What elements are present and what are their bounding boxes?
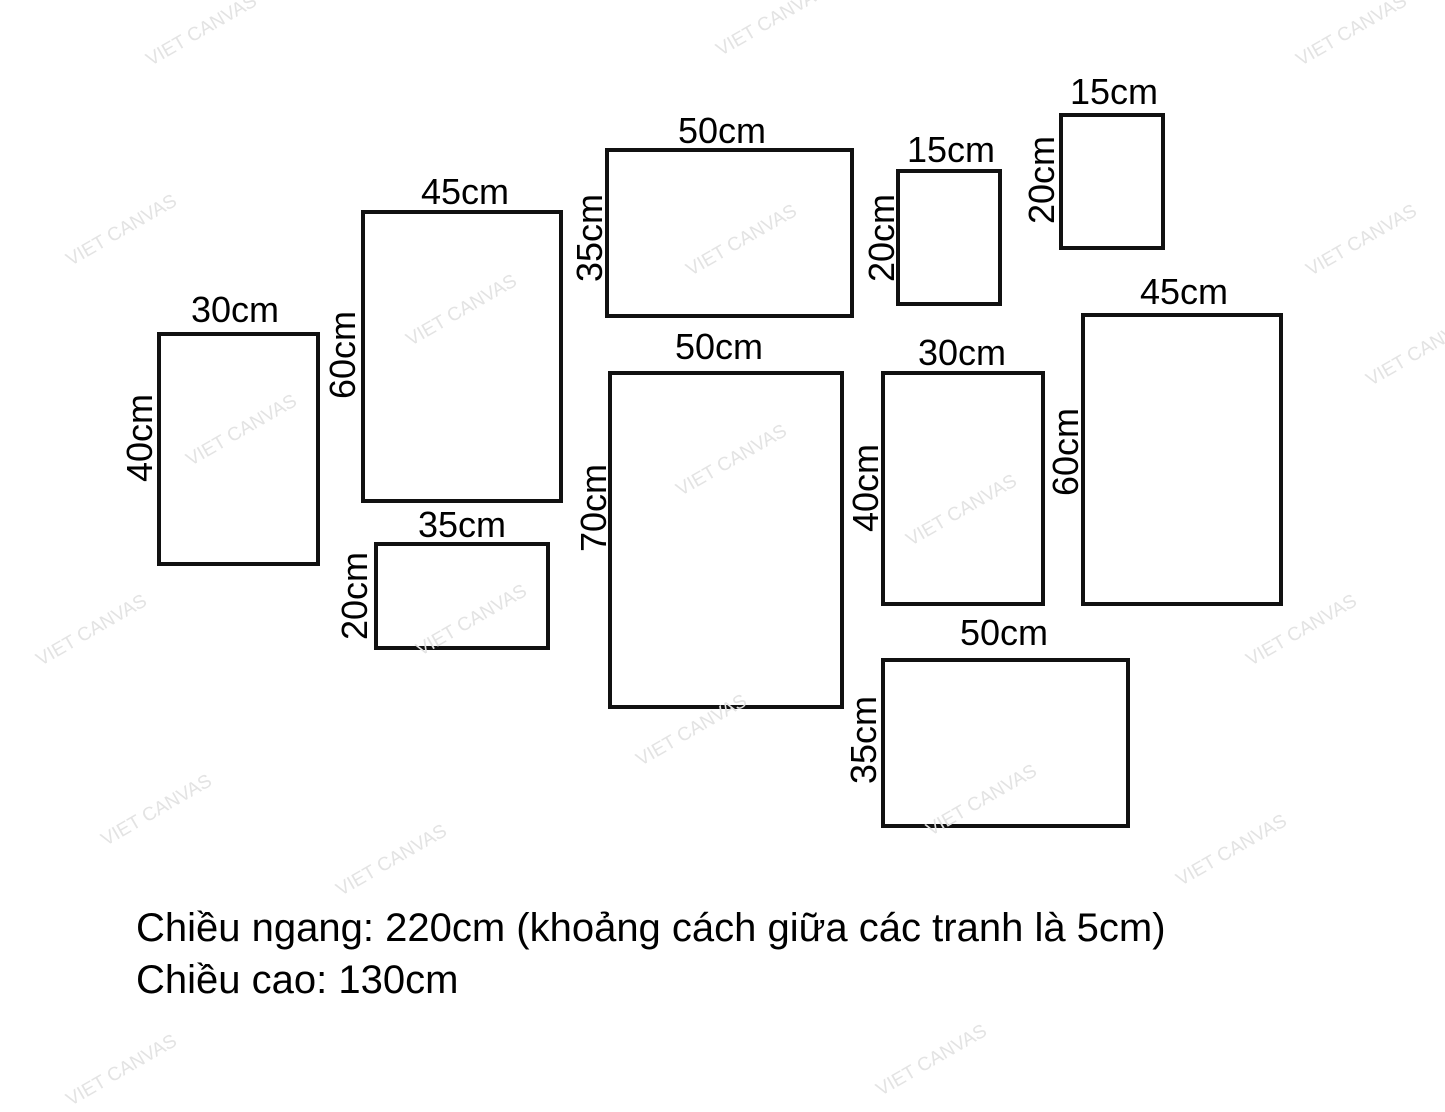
frame-height-label: 35cm xyxy=(843,695,884,785)
watermark: VIET CANVAS xyxy=(1362,310,1445,391)
watermark: VIET CANVAS xyxy=(872,1020,991,1101)
frame-height-label: 60cm xyxy=(322,310,363,400)
watermark: VIET CANVAS xyxy=(62,1030,181,1111)
total-height-text: Chiều cao: 130cm xyxy=(136,958,459,1002)
canvas-frame xyxy=(881,658,1130,828)
canvas-frame xyxy=(361,210,563,503)
frame-height-label: 35cm xyxy=(569,193,610,283)
frame-width-label: 50cm xyxy=(674,326,764,367)
frame-width-label: 30cm xyxy=(917,332,1007,373)
canvas-frame xyxy=(374,542,550,650)
total-width-text: Chiều ngang: 220cm (khoảng cách giữa các… xyxy=(136,906,1166,950)
frame-width-label: 15cm xyxy=(1069,71,1159,112)
watermark: VIET CANVAS xyxy=(712,0,831,61)
canvas-frame xyxy=(881,371,1045,606)
frame-height-label: 60cm xyxy=(1045,407,1086,497)
canvas-frame xyxy=(605,148,854,318)
canvas-frame xyxy=(608,371,844,709)
watermark: VIET CANVAS xyxy=(97,770,216,851)
frame-height-label: 20cm xyxy=(334,551,375,641)
frame-width-label: 50cm xyxy=(677,110,767,151)
canvas-frame xyxy=(1059,113,1165,250)
watermark: VIET CANVAS xyxy=(1302,200,1421,281)
frame-height-label: 70cm xyxy=(573,463,614,553)
watermark: VIET CANVAS xyxy=(1172,810,1291,891)
watermark: VIET CANVAS xyxy=(142,0,261,71)
watermark: VIET CANVAS xyxy=(32,590,151,671)
frame-width-label: 45cm xyxy=(1139,271,1229,312)
watermark: VIET CANVAS xyxy=(62,190,181,271)
frame-width-label: 35cm xyxy=(417,504,507,545)
watermark: VIET CANVAS xyxy=(332,820,451,901)
frame-height-label: 20cm xyxy=(1021,135,1062,225)
frame-width-label: 45cm xyxy=(420,171,510,212)
watermark: VIET CANVAS xyxy=(1292,0,1411,71)
canvas-frame xyxy=(1081,313,1283,606)
frame-height-label: 40cm xyxy=(845,443,886,533)
canvas-frame xyxy=(157,332,320,566)
canvas-frame xyxy=(896,169,1002,306)
frame-width-label: 30cm xyxy=(190,289,280,330)
frame-width-label: 50cm xyxy=(959,612,1049,653)
frame-height-label: 20cm xyxy=(861,193,902,283)
frame-height-label: 40cm xyxy=(119,393,160,483)
frame-width-label: 15cm xyxy=(906,129,996,170)
